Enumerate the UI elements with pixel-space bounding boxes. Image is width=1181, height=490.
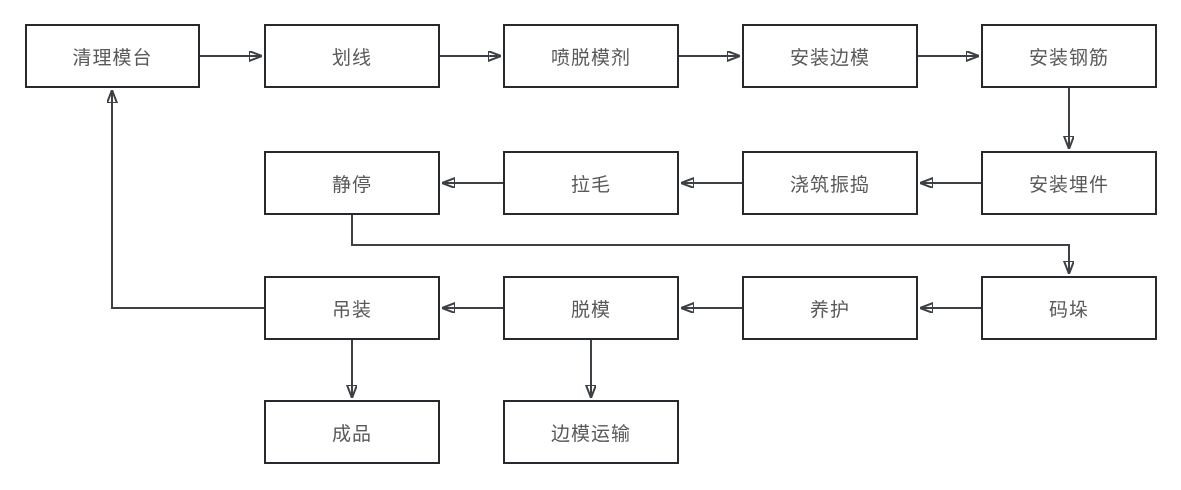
node-hoisting: 吊装: [264, 276, 440, 340]
node-side-mold-transport: 边模运输: [503, 400, 679, 464]
node-curing: 养护: [742, 276, 918, 340]
node-clean-mold-table: 清理模台: [25, 24, 200, 88]
node-pour-vibrate: 浇筑振捣: [742, 151, 918, 215]
node-spray-release-agent: 喷脱模剂: [503, 24, 679, 88]
node-stacking: 码垛: [981, 276, 1157, 340]
node-install-side-mold: 安装边模: [742, 24, 918, 88]
edge-resting-to-stacking: [351, 215, 1069, 273]
node-marking: 划线: [264, 24, 440, 88]
node-demolding: 脱模: [503, 276, 679, 340]
node-finished-product: 成品: [264, 400, 440, 464]
edge-hoisting-to-clean: [112, 91, 264, 309]
node-install-embeds: 安装埋件: [981, 151, 1157, 215]
node-roughening: 拉毛: [503, 151, 679, 215]
node-install-rebar: 安装钢筋: [981, 24, 1157, 88]
node-resting: 静停: [264, 151, 440, 215]
